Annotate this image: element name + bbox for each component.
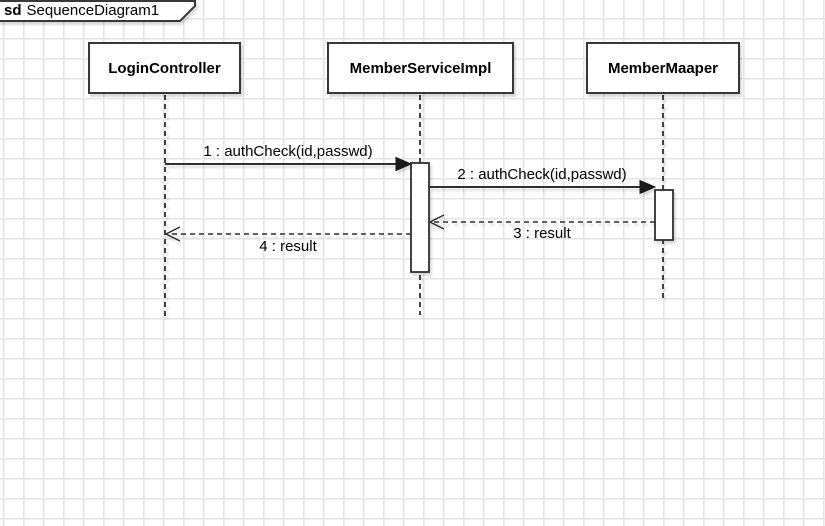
frame-keyword: sd	[4, 2, 22, 19]
lifeline-head-memberserviceimpl[interactable]: MemberServiceImpl	[327, 42, 514, 94]
lifeline-head-label: LoginController	[108, 59, 221, 77]
message-2-arrow[interactable]	[429, 179, 657, 195]
frame-tab-shape[interactable]	[0, 0, 196, 22]
message-4-label[interactable]: 4 : result	[259, 238, 317, 255]
message-3-arrow[interactable]	[428, 214, 655, 230]
message-4-arrow[interactable]	[164, 226, 411, 242]
message-3-label[interactable]: 3 : result	[513, 225, 571, 242]
lifeline-head-label: MemberServiceImpl	[349, 59, 492, 77]
lifeline-head-membermaaper[interactable]: MemberMaaper	[586, 42, 740, 94]
activation-memberserviceimpl[interactable]	[410, 162, 430, 273]
lifeline-head-label: MemberMaaper	[607, 59, 719, 77]
lifeline-head-logincontroller[interactable]: LoginController	[88, 42, 241, 94]
message-1-arrow[interactable]	[165, 156, 413, 172]
message-1-label[interactable]: 1 : authCheck(id,passwd)	[203, 143, 373, 160]
frame-name: SequenceDiagram1	[26, 2, 160, 19]
message-2-label[interactable]: 2 : authCheck(id,passwd)	[457, 166, 627, 183]
activation-membermaaper[interactable]	[654, 189, 674, 241]
